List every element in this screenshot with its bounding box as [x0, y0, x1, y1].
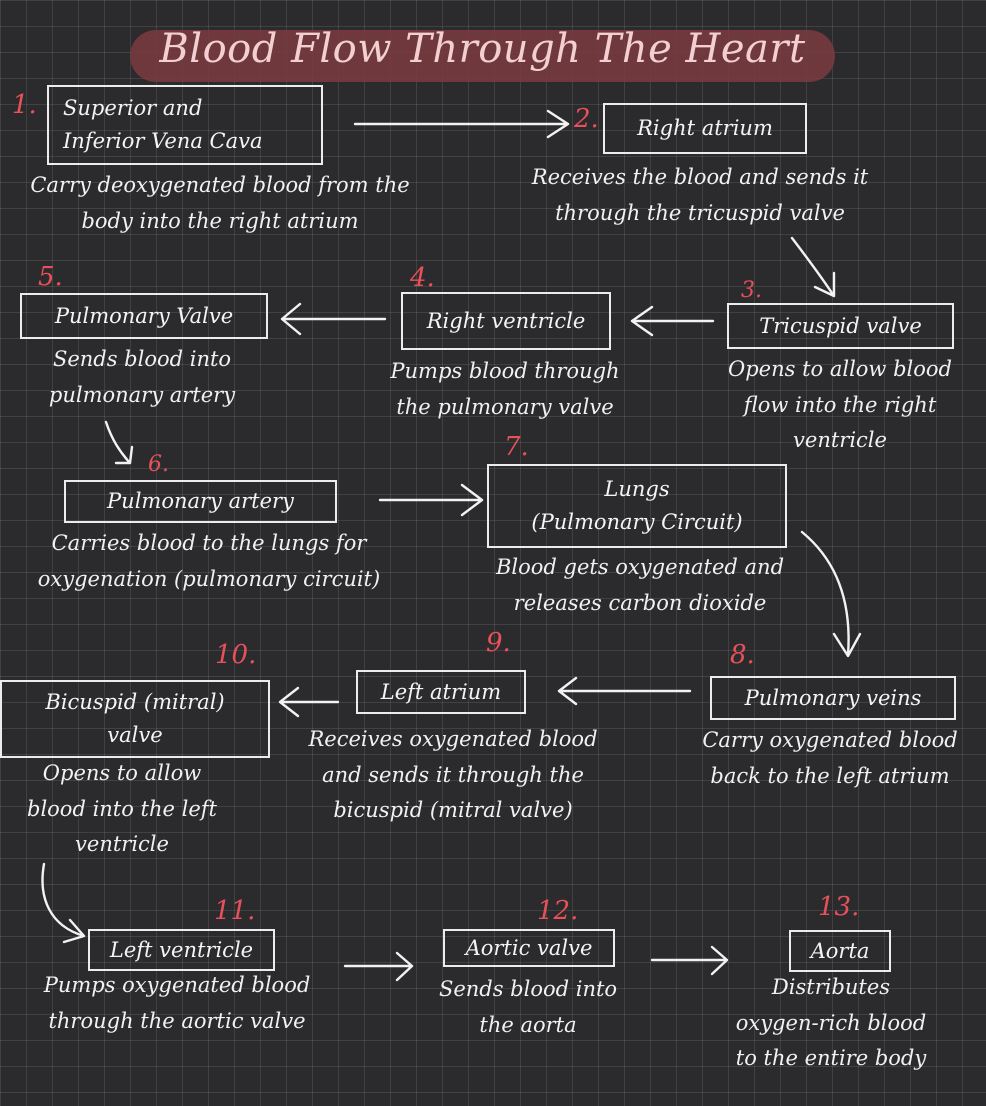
- step-11-box: Left ventricle: [88, 929, 275, 971]
- step-4-desc: Pumps blood through the pulmonary valve: [390, 359, 620, 419]
- step-6-number: 6.: [148, 452, 169, 477]
- step-3-desc: Opens to allow blood flow into the right…: [728, 357, 952, 453]
- arrow-1-to-2: [353, 109, 570, 139]
- arrow-7-to-8: [800, 530, 862, 658]
- step-11-desc: Pumps oxygenated blood through the aorti…: [43, 973, 311, 1033]
- step-10-number: 10.: [215, 640, 257, 670]
- step-6-desc: Carries blood to the lungs for oxygenati…: [37, 531, 381, 591]
- step-7-box: Lungs (Pulmonary Circuit): [487, 464, 787, 548]
- arrow-3-to-4: [630, 305, 715, 337]
- step-12-number: 12.: [537, 896, 579, 926]
- step-4-box: Right ventricle: [401, 292, 611, 350]
- step-9-desc: Receives oxygenated blood and sends it t…: [308, 727, 598, 823]
- arrow-5-to-6: [104, 420, 134, 465]
- step-7-number: 7.: [504, 432, 529, 462]
- title-highlight: [130, 30, 835, 82]
- step-10-desc: Opens to allow blood into the left ventr…: [27, 761, 217, 857]
- arrow-11-to-12: [343, 951, 414, 982]
- arrow-6-to-7: [378, 483, 484, 517]
- step-9-number: 9.: [486, 628, 511, 658]
- step-3-box: Tricuspid valve: [727, 303, 954, 349]
- arrow-4-to-5: [280, 302, 387, 336]
- step-10-box: Bicuspid (mitral) valve: [0, 680, 270, 758]
- step-6-box: Pulmonary artery: [64, 480, 337, 523]
- step-5-desc: Sends blood into pulmonary artery: [48, 347, 236, 407]
- arrow-9-to-10: [278, 686, 340, 718]
- step-8-desc: Carry oxygenated blood back to the left …: [702, 728, 958, 788]
- step-5-box: Pulmonary Valve: [20, 293, 268, 339]
- step-2-number: 2.: [574, 104, 599, 134]
- step-2-desc: Receives the blood and sends it through …: [531, 165, 869, 225]
- step-7-desc: Blood gets oxygenated and releases carbo…: [495, 555, 785, 615]
- step-3-number: 3.: [741, 278, 762, 303]
- step-13-box: Aorta: [789, 930, 891, 972]
- step-13-number: 13.: [818, 892, 860, 922]
- step-4-number: 4.: [410, 263, 435, 293]
- step-1-box: Superior and Inferior Vena Cava: [47, 85, 323, 165]
- arrow-10-to-11: [41, 862, 86, 944]
- arrow-12-to-13: [650, 945, 729, 976]
- step-8-box: Pulmonary veins: [710, 676, 956, 720]
- step-9-box: Left atrium: [356, 670, 526, 714]
- step-8-number: 8.: [730, 640, 755, 670]
- step-13-desc: Distributes oxygen-rich blood to the ent…: [735, 975, 927, 1071]
- step-5-number: 5.: [38, 262, 63, 292]
- step-2-box: Right atrium: [603, 103, 807, 154]
- arrow-8-to-9: [557, 676, 692, 706]
- step-1-desc: Carry deoxygenated blood from the body i…: [30, 173, 410, 233]
- step-12-box: Aortic valve: [443, 929, 615, 967]
- arrow-2-to-3: [790, 236, 836, 298]
- step-1-number: 1.: [12, 90, 37, 120]
- step-12-desc: Sends blood into the aorta: [438, 977, 618, 1037]
- page-title: Blood Flow Through The Heart: [159, 26, 806, 72]
- step-11-number: 11.: [214, 896, 256, 926]
